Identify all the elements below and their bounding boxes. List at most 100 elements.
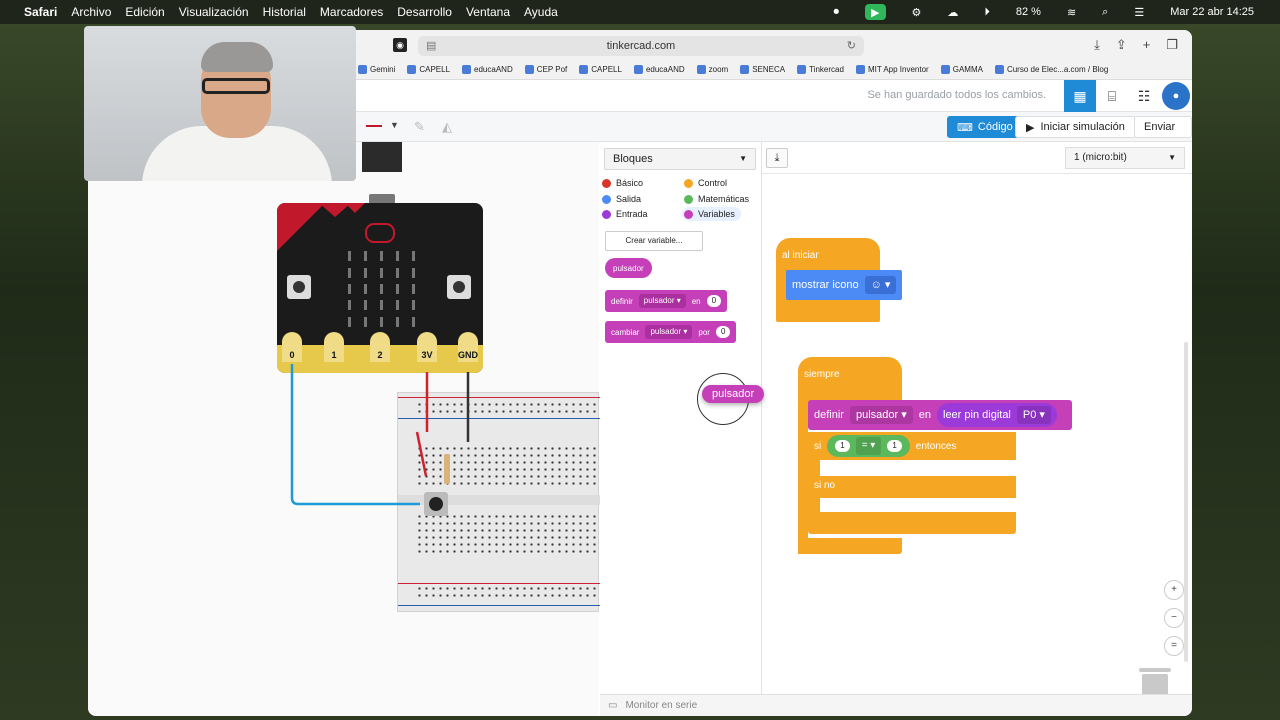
code-button[interactable]: ⌨ Código	[947, 116, 1023, 138]
menu-ayuda[interactable]: Ayuda	[524, 5, 558, 19]
bookmark-item[interactable]: SENECA	[740, 65, 785, 74]
blocks-mode-select[interactable]: Bloques ▼	[604, 148, 756, 170]
bookmark-item[interactable]: educaAND	[462, 65, 513, 74]
download-code-icon[interactable]: ⤓	[766, 148, 788, 168]
category-entrada[interactable]: Entrada	[602, 207, 648, 221]
forever-block[interactable]: siempre	[798, 357, 902, 405]
value-input[interactable]: 0	[715, 326, 731, 338]
menu-marcadores[interactable]: Marcadores	[319, 5, 384, 19]
start-simulation-button[interactable]: ▶ Iniciar simulación	[1015, 116, 1136, 138]
component-list-icon[interactable]: ☷	[1137, 87, 1151, 104]
category-basico[interactable]: Básico	[602, 176, 643, 190]
device-select[interactable]: 1 (micro:bit) ▼	[1065, 147, 1185, 169]
bookmark-item[interactable]: zoom	[696, 65, 728, 74]
menu-archivo[interactable]: Archivo	[71, 5, 112, 19]
category-matematicas[interactable]: Matemáticas	[684, 192, 749, 206]
menu-ventana[interactable]: Ventana	[465, 5, 510, 19]
if-block[interactable]: si 1 = ▾ 1 entonces	[808, 432, 1016, 460]
pin-1[interactable]: 1	[324, 332, 344, 362]
icon-dropdown[interactable]: ☺ ▾	[864, 276, 897, 294]
user-avatar[interactable]: ●	[1162, 82, 1190, 110]
video-call-icon[interactable]: ▶	[865, 4, 886, 20]
menu-desarrollo[interactable]: Desarrollo	[397, 5, 452, 19]
gear-icon[interactable]: ⚙	[911, 6, 922, 19]
wire-pin0[interactable]	[290, 364, 420, 506]
create-variable-button[interactable]: Crear variable...	[605, 231, 703, 251]
category-variables[interactable]: Variables	[682, 207, 741, 221]
change-variable-block[interactable]: cambiar pulsador ▾ por 0	[605, 321, 737, 343]
pencil-icon[interactable]: ✎	[414, 119, 425, 134]
left-operand[interactable]: 1	[835, 440, 850, 452]
wire-color-swatch[interactable]	[366, 125, 382, 127]
send-to-button[interactable]: Enviar a	[1134, 116, 1192, 153]
zoom-reset-icon[interactable]: =	[1164, 636, 1184, 656]
set-variable-block[interactable]: definir pulsador ▾ en leer pin digital P…	[808, 400, 1072, 430]
zoom-in-icon[interactable]: +	[1164, 580, 1184, 600]
pin-gnd[interactable]: GND	[458, 332, 478, 362]
compare-block[interactable]: 1 = ▾ 1	[827, 435, 910, 457]
wifi-icon[interactable]: ≋	[1066, 6, 1077, 19]
reload-icon[interactable]: ↻	[846, 40, 856, 52]
bookmark-item[interactable]: Gemini	[358, 65, 395, 74]
category-salida[interactable]: Salida	[602, 192, 641, 206]
share-icon[interactable]: ⇪	[1115, 37, 1127, 52]
pin-dropdown[interactable]: P0 ▾	[1016, 406, 1051, 424]
pin-0[interactable]: 0	[282, 332, 302, 362]
menu-edicion[interactable]: Edición	[125, 5, 165, 19]
schematic-view-icon[interactable]: ⌸	[1107, 87, 1117, 104]
menu-historial[interactable]: Historial	[262, 5, 306, 19]
variable-dropdown[interactable]: pulsador ▾	[645, 325, 693, 339]
bookmark-item[interactable]: CEP Pof	[524, 65, 567, 74]
microbit-board[interactable]: 0 1 2 3V GND	[277, 203, 483, 373]
menu-visualizacion[interactable]: Visualización	[178, 5, 249, 19]
microbit-logo[interactable]	[365, 223, 395, 243]
tabs-overview-icon[interactable]: ❐	[1166, 37, 1178, 52]
play-icon[interactable]: ⏵	[984, 5, 990, 18]
chevron-down-icon[interactable]: ▼	[390, 120, 399, 130]
vertical-scrollbar[interactable]	[1184, 342, 1188, 662]
bookmark-item[interactable]: educaAND	[633, 65, 685, 74]
bookmark-item[interactable]: GAMMA	[940, 65, 983, 74]
zoom-out-icon[interactable]: −	[1164, 608, 1184, 628]
show-icon-block[interactable]: mostrar icono ☺ ▾	[786, 270, 903, 300]
usb-cable[interactable]	[362, 142, 402, 172]
record-icon[interactable]: ⏺	[833, 5, 840, 18]
download-icon[interactable]: ⤓	[1094, 37, 1100, 52]
new-tab-icon[interactable]: +	[1142, 37, 1151, 52]
digital-read-block[interactable]: leer pin digital P0 ▾	[937, 403, 1057, 427]
battery-percent[interactable]: 82 %	[1015, 6, 1041, 18]
flip-icon[interactable]: ◭	[442, 119, 452, 134]
variable-pulsador-block[interactable]: pulsador	[605, 258, 652, 278]
bookmark-item[interactable]: Tinkercad	[797, 65, 844, 74]
menu-app-name[interactable]: Safari	[24, 5, 58, 19]
dragged-variable-block[interactable]: pulsador	[702, 385, 765, 403]
circuit-view-icon[interactable]: ▦	[1064, 80, 1096, 112]
wire-jumper[interactable]	[415, 431, 428, 477]
variable-dropdown[interactable]: pulsador ▾	[849, 406, 913, 424]
operator-dropdown[interactable]: = ▾	[855, 437, 882, 455]
pin-3v[interactable]: 3V	[417, 332, 437, 362]
control-center-icon[interactable]: ☰	[1134, 6, 1145, 19]
circuit-canvas[interactable]: 0 1 2 3V GND	[88, 142, 600, 716]
bookmark-item[interactable]: CAPELL	[579, 65, 622, 74]
category-control[interactable]: Control	[684, 176, 727, 190]
code-workspace[interactable]: ⤓ 1 (micro:bit) ▼ al iniciar mostrar ico…	[762, 142, 1192, 716]
set-variable-block[interactable]: definir pulsador ▾ en 0	[605, 290, 728, 312]
pin-2[interactable]: 2	[370, 332, 390, 362]
datetime[interactable]: Mar 22 abr 14:25	[1170, 6, 1254, 18]
cloud-icon[interactable]: ☁	[947, 6, 959, 19]
bookmark-item[interactable]: Curso de Elec...a.com / Blog	[994, 65, 1108, 74]
bookmark-item[interactable]: MIT App Inventor	[855, 65, 929, 74]
pushbutton[interactable]	[424, 492, 448, 516]
bookmark-item[interactable]: CAPELL	[407, 65, 450, 74]
serial-monitor-bar[interactable]: ▭ Monitor en serie	[600, 694, 1192, 716]
resistor[interactable]	[444, 454, 450, 484]
right-operand[interactable]: 1	[887, 440, 902, 452]
search-icon[interactable]: ⌕	[1102, 5, 1109, 18]
microbit-button-b[interactable]	[447, 275, 471, 299]
privacy-shield-icon[interactable]: ◉	[393, 38, 407, 52]
microbit-button-a[interactable]	[287, 275, 311, 299]
variable-dropdown[interactable]: pulsador ▾	[638, 294, 686, 308]
value-input[interactable]: 0	[706, 295, 722, 307]
address-bar[interactable]: ▤ tinkercad.com ↻	[418, 36, 864, 56]
